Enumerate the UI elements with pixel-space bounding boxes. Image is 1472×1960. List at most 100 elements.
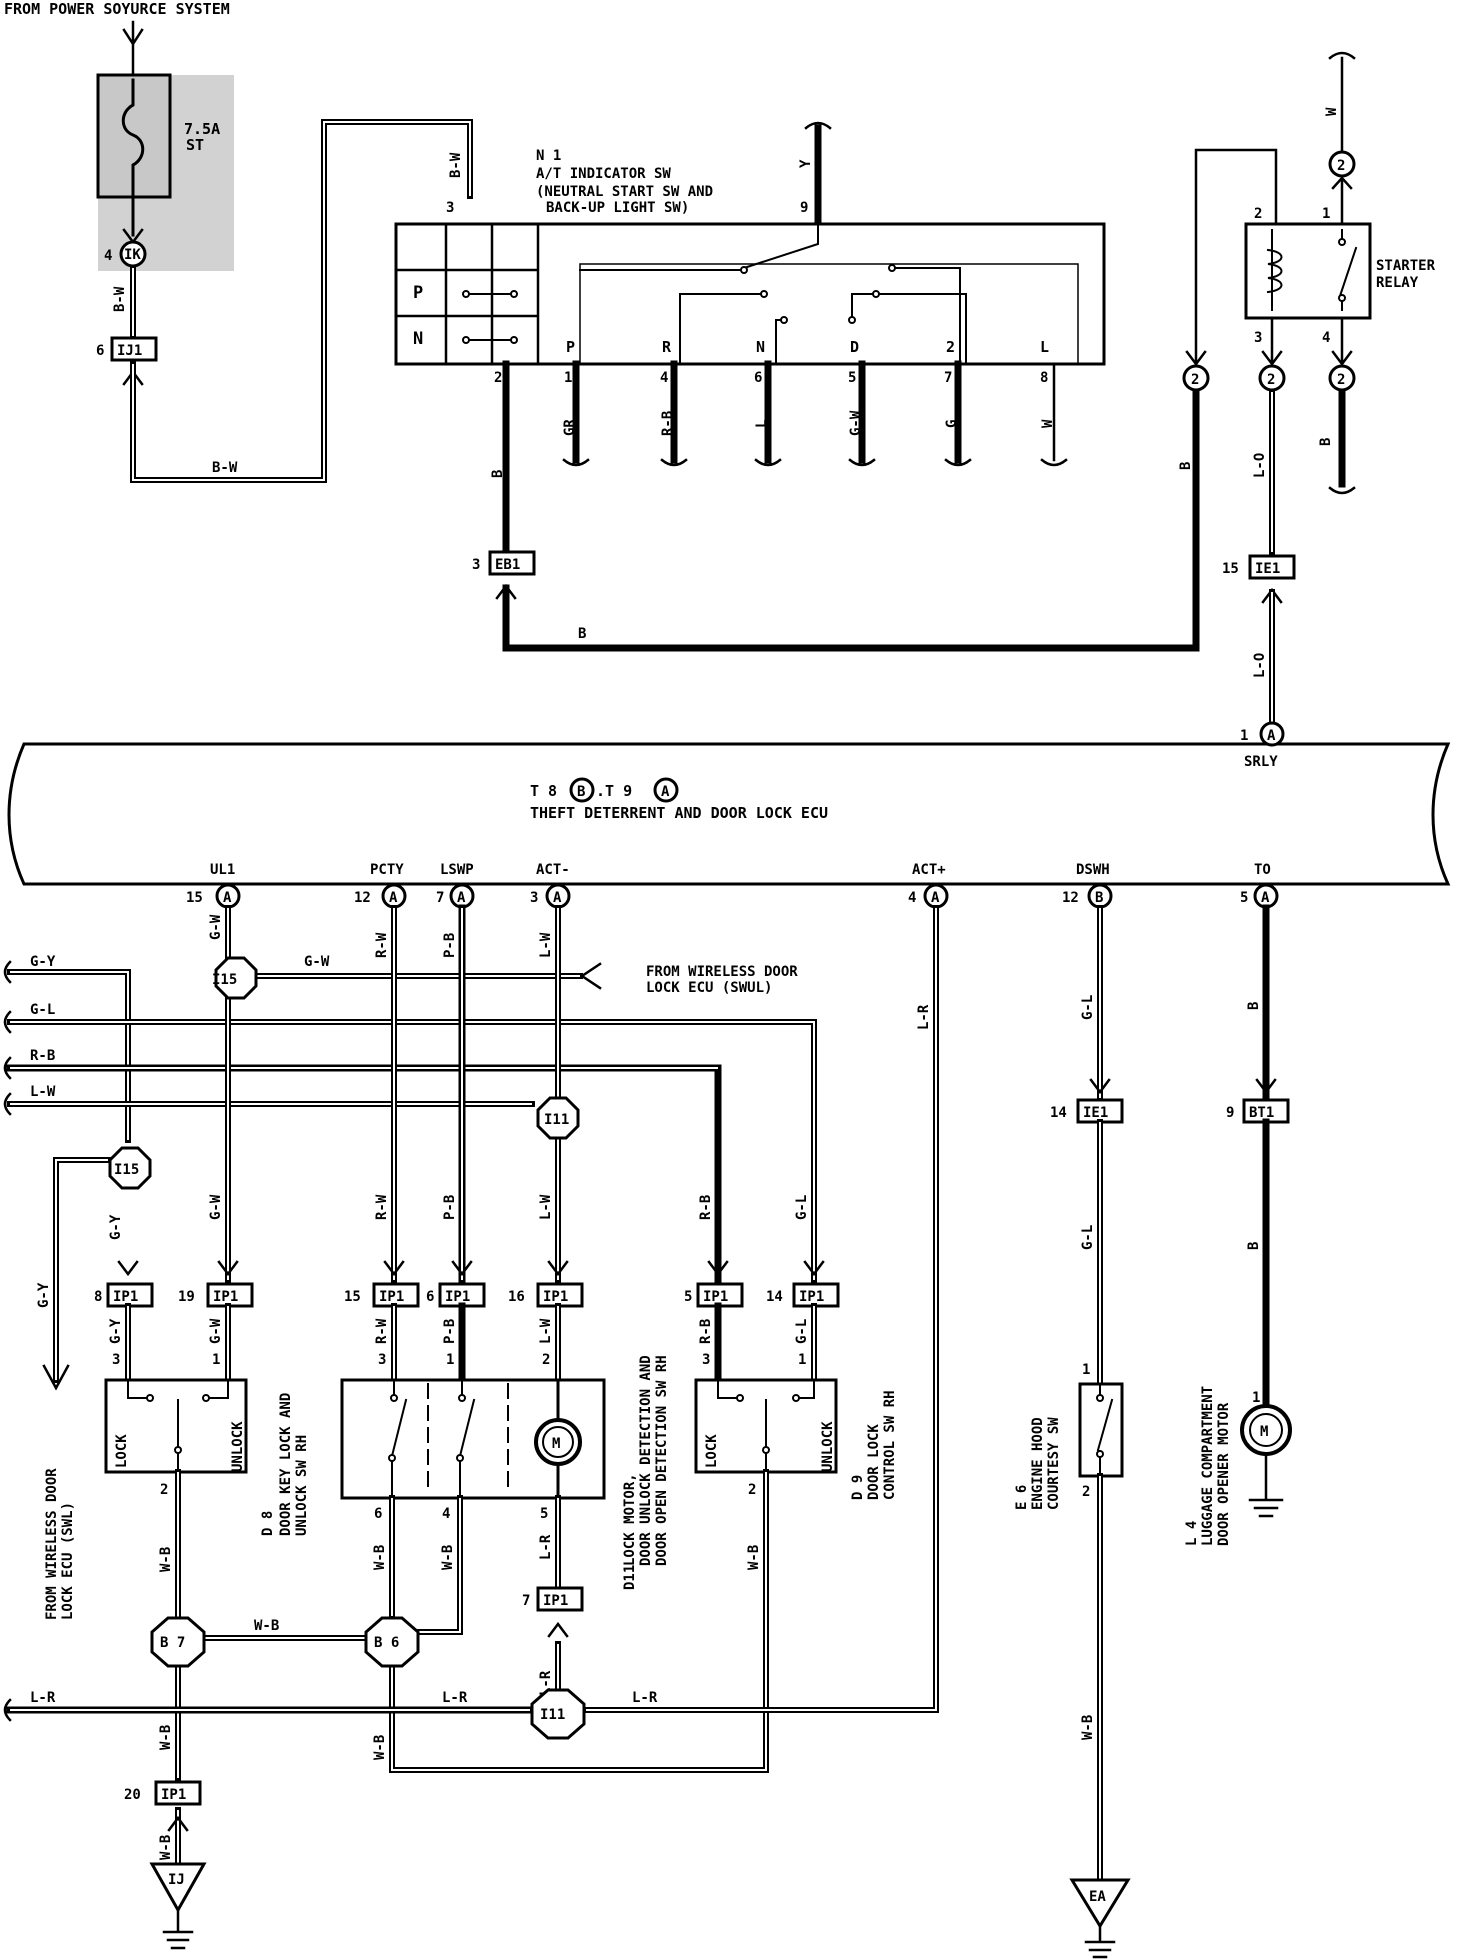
i15-lower bbox=[108, 1146, 152, 1190]
ecu-title-2: THEFT DETERRENT AND DOOR LOCK ECU bbox=[530, 804, 828, 822]
ip1-connector-7 bbox=[536, 1586, 584, 1612]
wire-label: G-L bbox=[794, 1319, 810, 1344]
ea-label: EA bbox=[1089, 1889, 1106, 1905]
pin-number: 7 bbox=[522, 1593, 530, 1609]
d8-line2: UNLOCK SW RH bbox=[294, 1435, 310, 1536]
pin-number: 2 bbox=[494, 370, 502, 386]
arrow-from-swl bbox=[42, 1364, 70, 1391]
pin-number: 2 bbox=[748, 1482, 756, 1498]
power-arrow bbox=[122, 20, 144, 78]
wire-break bbox=[804, 121, 832, 130]
wire-label: L bbox=[754, 420, 770, 428]
wire-label: R-B bbox=[698, 1195, 714, 1220]
wire-label: W-B bbox=[158, 1835, 174, 1860]
ip1-label: IP1 bbox=[543, 1593, 568, 1609]
pin-number: 6 bbox=[426, 1289, 434, 1305]
l4-code: L 4 bbox=[1184, 1521, 1200, 1546]
circle-a-label: A bbox=[553, 890, 562, 906]
arrow bbox=[1185, 350, 1207, 367]
fuse-name: ST bbox=[186, 136, 204, 154]
ip1-label: IP1 bbox=[703, 1289, 728, 1305]
wire-label: P-B bbox=[442, 933, 458, 958]
from-swl-1: FROM WIRELESS DOOR bbox=[44, 1468, 60, 1620]
circle-a-label: A bbox=[1267, 728, 1276, 744]
ecu-term-act-minus: ACT- bbox=[536, 862, 570, 878]
pin-number: 3 bbox=[702, 1352, 710, 1368]
wire-label: R-B bbox=[698, 1319, 714, 1344]
b6-label: B 6 bbox=[374, 1635, 399, 1651]
pin-number: 1 bbox=[1082, 1362, 1090, 1378]
switch-feeds bbox=[125, 1302, 817, 1384]
wire-label: B-W bbox=[448, 152, 464, 178]
wire-label: L-O bbox=[1252, 453, 1268, 478]
pin-number: 2 bbox=[1254, 206, 1262, 222]
circle-a bbox=[653, 777, 679, 803]
arrow bbox=[1089, 1078, 1111, 1095]
n1-inner bbox=[579, 263, 1079, 365]
wire bbox=[1261, 316, 1283, 367]
wire-label: G-W bbox=[304, 954, 330, 970]
ecu-title-1b: .T 9 bbox=[596, 782, 632, 800]
ground-icon bbox=[162, 1908, 194, 1950]
wire-label: B bbox=[1318, 438, 1334, 446]
pin-number: 15 bbox=[344, 1289, 361, 1305]
wire-break bbox=[1328, 51, 1356, 60]
ip1-arrows bbox=[117, 1260, 825, 1277]
ip1-row bbox=[106, 1282, 840, 1308]
pin-number: 7 bbox=[944, 370, 952, 386]
pin-number: 1 bbox=[446, 1352, 454, 1368]
pin-number: 4 bbox=[660, 370, 668, 386]
wire-label: L-O bbox=[1252, 653, 1268, 678]
n1-row-p: P bbox=[413, 283, 423, 303]
n1-row-n: N bbox=[413, 329, 423, 349]
ecu-title-1a: T 8 bbox=[530, 782, 557, 800]
ij-ground bbox=[149, 1862, 207, 1914]
arrow bbox=[167, 1815, 189, 1832]
from-swul-1: FROM WIRELESS DOOR bbox=[646, 964, 798, 980]
wire-break bbox=[3, 1698, 12, 1722]
wire-label: W-B bbox=[372, 1735, 388, 1760]
pin-number: 5 bbox=[540, 1506, 548, 1522]
n1-pos-n: N bbox=[756, 338, 765, 356]
ecu-term-to: TO bbox=[1254, 862, 1271, 878]
d8-line1: DOOR KEY LOCK AND bbox=[278, 1393, 294, 1536]
wire bbox=[1331, 316, 1353, 367]
pin-number: 2 bbox=[160, 1482, 168, 1498]
pin-number: 5 bbox=[848, 370, 856, 386]
ik-label: IK bbox=[124, 247, 141, 263]
pin-number: 3 bbox=[530, 890, 538, 906]
pin-number: 4 bbox=[104, 248, 112, 264]
pin-number: 15 bbox=[186, 890, 203, 906]
ground-icon bbox=[1248, 1452, 1284, 1518]
wire-label: L-W bbox=[30, 1084, 56, 1100]
ij-label: IJ bbox=[168, 1872, 185, 1888]
n1-line1: A/T INDICATOR SW bbox=[536, 166, 671, 182]
fuse-rating: 7.5A bbox=[184, 120, 220, 138]
pin-number: 8 bbox=[94, 1289, 102, 1305]
ea-ground bbox=[1069, 1878, 1131, 1929]
wire-label: W-B bbox=[746, 1545, 762, 1570]
eb1-label: EB1 bbox=[495, 557, 520, 573]
pin-number: 3 bbox=[378, 1352, 386, 1368]
wire-label: B bbox=[1178, 462, 1194, 470]
wire-label: L-R bbox=[632, 1690, 658, 1706]
i11-upper bbox=[536, 1096, 580, 1140]
n1-code: N 1 bbox=[536, 148, 561, 164]
pin-number: 4 bbox=[442, 1506, 450, 1522]
wire-label: R-B bbox=[30, 1048, 55, 1064]
i11-lower bbox=[530, 1688, 586, 1740]
pin-number: 7 bbox=[436, 890, 444, 906]
wire-label: B-W bbox=[112, 286, 128, 312]
d8-box bbox=[104, 1378, 248, 1474]
eb1-connector bbox=[488, 550, 536, 576]
wire-label: L-W bbox=[538, 932, 554, 958]
pin-number: 12 bbox=[1062, 890, 1079, 906]
relay-coil bbox=[1266, 229, 1283, 311]
ip1-label: IP1 bbox=[799, 1289, 824, 1305]
ecu-term-pcty: PCTY bbox=[370, 862, 404, 878]
wire-label: R-W bbox=[374, 932, 390, 958]
wire-break bbox=[3, 960, 12, 1116]
wire-label: G-Y bbox=[108, 1214, 124, 1240]
n1-pos-p: P bbox=[566, 338, 575, 356]
wire-label: P-B bbox=[442, 1319, 458, 1344]
